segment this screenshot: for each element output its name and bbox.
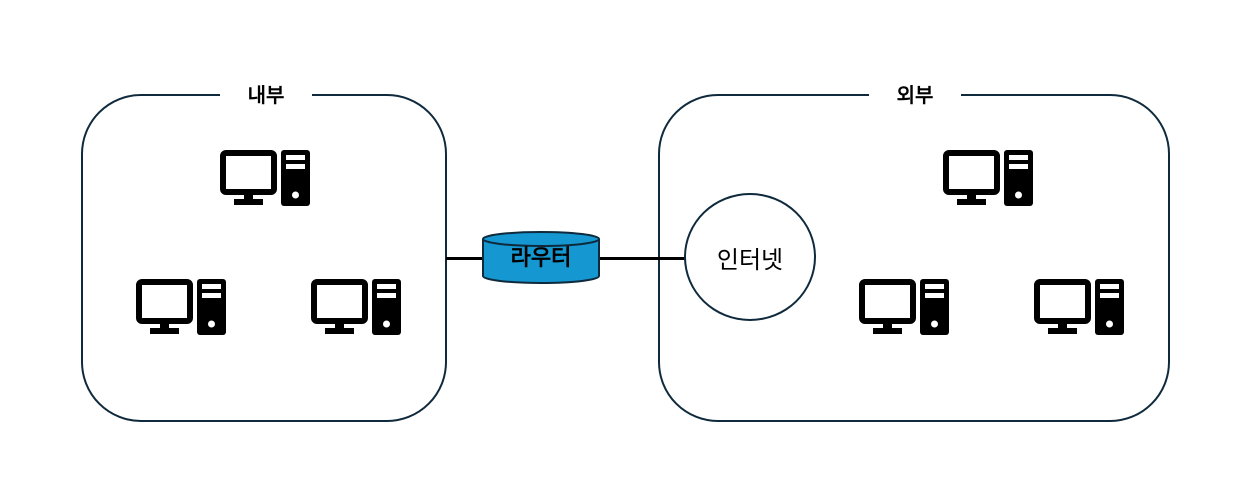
desktop-computer-icon [1034,279,1126,337]
router-label: 라우터 [510,246,572,271]
desktop-computer-icon [220,150,312,208]
external-zone-title: 외부 [869,80,961,110]
internal-zone-title: 내부 [220,80,312,110]
link-router-to-internet [598,257,686,260]
desktop-computer-icon [943,150,1035,208]
internet-node: 인터넷 [684,193,816,321]
internet-label: 인터넷 [716,245,784,274]
desktop-computer-icon [136,279,228,337]
desktop-computer-icon [859,279,951,337]
link-internal-to-router [446,257,484,260]
router-icon [482,231,600,284]
desktop-computer-icon [311,279,403,337]
internal-network-zone: 내부 [81,80,447,422]
